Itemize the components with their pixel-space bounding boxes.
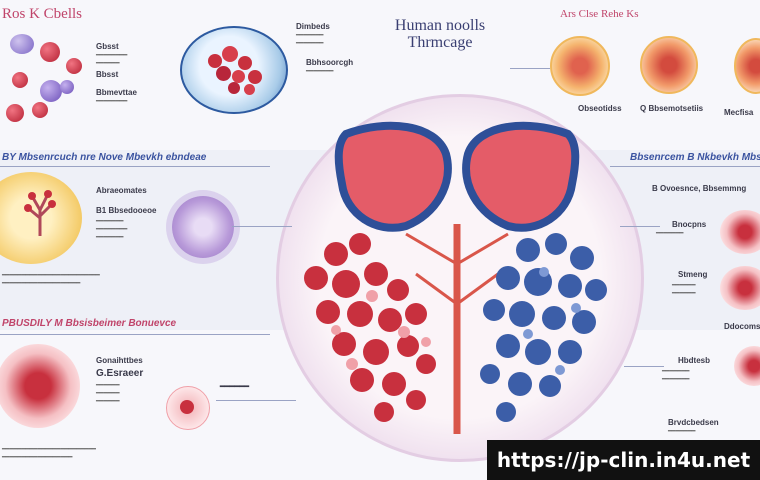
- page-title-line-2: Thrmcage: [407, 33, 473, 51]
- petri-dish: [180, 26, 288, 114]
- dish-desc-1: ━━━━━━━━━━━━━━: [296, 32, 324, 48]
- top-left-desc-1: ━━━━━━━━━━━━━━: [96, 52, 128, 68]
- thymus-illustration: [304, 121, 607, 434]
- right-cell-3: [734, 346, 760, 386]
- right-label-2: Bnocpns: [672, 220, 707, 229]
- top-right-connector: [510, 68, 550, 69]
- top-right-label-1: Obseotidss: [578, 104, 622, 113]
- right-label-3: Stmeng: [678, 270, 708, 279]
- low-left-label-3: ━━━━━━: [220, 382, 249, 391]
- right-desc-3: ━━━━━━━━━━━━: [672, 282, 696, 298]
- mid-left-label-1: Abraeomates: [96, 186, 147, 195]
- mid-right-section-header: Bbsenrcem B Nkbevkh Mbstr: [630, 152, 760, 163]
- right-label-6: Brvdcbedsen: [668, 418, 719, 427]
- top-left-heading: Ros K Cbells: [2, 6, 83, 22]
- low-left-label-2: G.Esraeer: [96, 368, 144, 379]
- mid-left-footnote: ━━━━━━━━━━━━━━━━━━━━━━━━━━━━━━━━━━━━━━━━…: [2, 272, 100, 288]
- red-sphere-cell: [0, 344, 80, 428]
- connector-left-1: [232, 226, 292, 227]
- connector-right-1: [620, 226, 660, 227]
- top-left-label-2: Bbsst: [96, 70, 119, 79]
- mid-right-rule: [610, 166, 760, 167]
- dish-desc-2: ━━━━━━━: [306, 68, 334, 75]
- right-desc-2: ━━━━━━━: [656, 230, 684, 237]
- top-right-label-3: Mecfisa: [724, 108, 754, 117]
- top-right-label-2: Q Bbsemotsetiis: [640, 104, 704, 113]
- top-left-desc-3: ━━━━━━━━: [96, 98, 128, 105]
- right-desc-5: ━━━━━━━━━━━━━━: [662, 368, 690, 384]
- page-title: Human noolls Thrmcage: [360, 17, 520, 52]
- low-left-desc: ━━━━━━━━━━━━━━━━━━: [96, 382, 120, 406]
- right-desc-6: ━━━━━━━: [668, 428, 696, 435]
- right-label-5: Hbdtesb: [678, 356, 710, 365]
- right-label-4: Ddocomsex: [724, 322, 760, 331]
- low-left-footnote: ━━━━━━━━━━━━━━━━━━━━━━━━━━━━━━━━━━━━━━━━…: [2, 446, 96, 462]
- footer-url: https://jp-clin.in4u.net: [487, 440, 760, 480]
- low-left-rule: [0, 334, 270, 335]
- right-cell-2: [720, 266, 760, 310]
- dish-label-1: Dimbeds: [296, 22, 330, 31]
- page-title-line-1: Human noolls: [394, 17, 486, 34]
- low-left-section-header: PBUSDILY M Bbsisbeimer Bonuevce: [2, 318, 177, 329]
- connector-left-2: [216, 400, 296, 401]
- right-cell-1: [720, 210, 760, 254]
- tree-cell-icon: [20, 188, 60, 238]
- connector-right-2: [624, 366, 664, 367]
- dividing-cell-core: [180, 400, 194, 414]
- mid-left-label-2: B1 Bbsedooeoe: [96, 206, 157, 215]
- dish-label-2: Bbhsoorcgh: [306, 58, 354, 67]
- mid-left-desc: ━━━━━━━━━━━━━━━━━━━━━━: [96, 218, 128, 242]
- low-left-label-1: Gonaihttbes: [96, 356, 143, 365]
- right-label-1: B Ovoesnce, Bbsemmng: [652, 184, 747, 193]
- mid-left-rule: [0, 166, 270, 167]
- purple-spiky-cell: [172, 196, 234, 258]
- mid-left-section-header: BY Mbsenrcuch nre Nove Mbevkh ebndeae: [2, 152, 207, 163]
- top-left-label-1: Gbsst: [96, 42, 119, 51]
- top-left-label-3: Bbmevttae: [96, 88, 137, 97]
- top-right-heading: Ars Clse Rehe Ks: [560, 8, 639, 20]
